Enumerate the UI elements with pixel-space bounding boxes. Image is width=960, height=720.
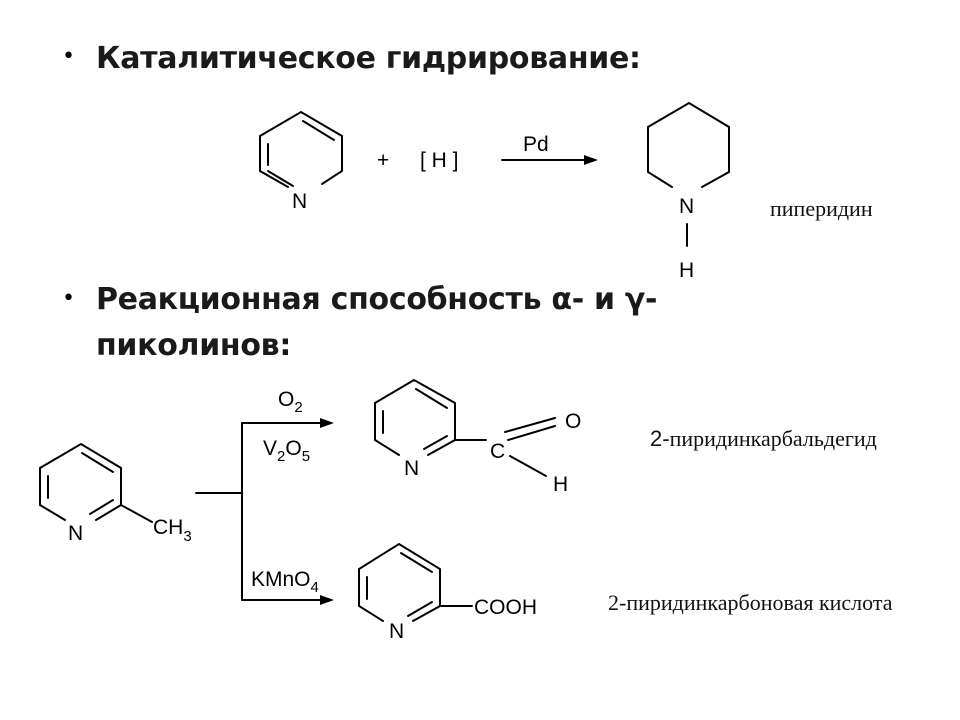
v2o5-o-sub: 5 <box>302 448 310 465</box>
piperidine-ring-product <box>647 101 730 247</box>
o2-sub: 2 <box>294 399 302 416</box>
atom-n-aldehyde: N <box>404 457 419 480</box>
group-cooh: COOH <box>474 596 537 619</box>
atom-o-aldehyde: O <box>565 410 581 433</box>
pyridine-ring-reactant <box>259 110 343 188</box>
bullet-1: • <box>62 44 75 69</box>
atom-h-aldehyde: H <box>553 473 568 496</box>
reagent-hydrogen: [ H ] <box>420 149 459 172</box>
label-piperidine: пиперидин <box>770 196 873 221</box>
ch3-main: CH <box>153 516 183 539</box>
ch3-sub: 3 <box>183 528 191 545</box>
o2-main: O <box>278 388 294 411</box>
atom-c-aldehyde: C <box>490 440 505 463</box>
label-pyridinecarbaldehyde-number: 2- <box>650 426 670 451</box>
v2o5-o: O <box>285 437 301 460</box>
group-ch3: CH3 <box>153 516 192 545</box>
atom-h-piperidine: H <box>679 259 694 282</box>
label-pyridinecarboxylic-acid: 2-пиридинкарбоновая кислота <box>608 590 893 615</box>
atom-n-acid: N <box>389 620 404 643</box>
catalyst-pd: Pd <box>523 133 549 156</box>
reagent-o2: O2 <box>278 388 303 416</box>
kmno4-main: KMnO <box>251 568 311 591</box>
heading-picoline-reactivity: Реакционная способность α- и γ-пиколинов… <box>96 282 658 363</box>
pyridinecarbaldehyde-ring <box>374 378 556 477</box>
bullet-2: • <box>62 286 75 311</box>
alpha-picoline-ring <box>39 442 153 523</box>
atom-n-piperidine: N <box>679 195 694 218</box>
reagent-kmno4: KMnO4 <box>251 568 319 596</box>
atom-n-pyridine: N <box>292 190 307 213</box>
plus-sign: + <box>377 149 389 172</box>
v2o5-v-sub: 2 <box>277 448 285 465</box>
heading-catalytic-hydrogenation: Каталитическое гидрирование: <box>96 41 641 76</box>
atom-n-picoline: N <box>68 522 83 545</box>
kmno4-sub: 4 <box>311 579 319 596</box>
pyridinecarboxylic-acid-ring <box>358 542 473 622</box>
v2o5-v: V <box>263 437 277 460</box>
reagent-v2o5: V2O5 <box>263 437 310 465</box>
label-pyridinecarbaldehyde: 2-пиридинкарбальдегид <box>650 426 877 452</box>
label-pyridinecarbaldehyde-text: пиридинкарбальдегид <box>669 426 877 451</box>
